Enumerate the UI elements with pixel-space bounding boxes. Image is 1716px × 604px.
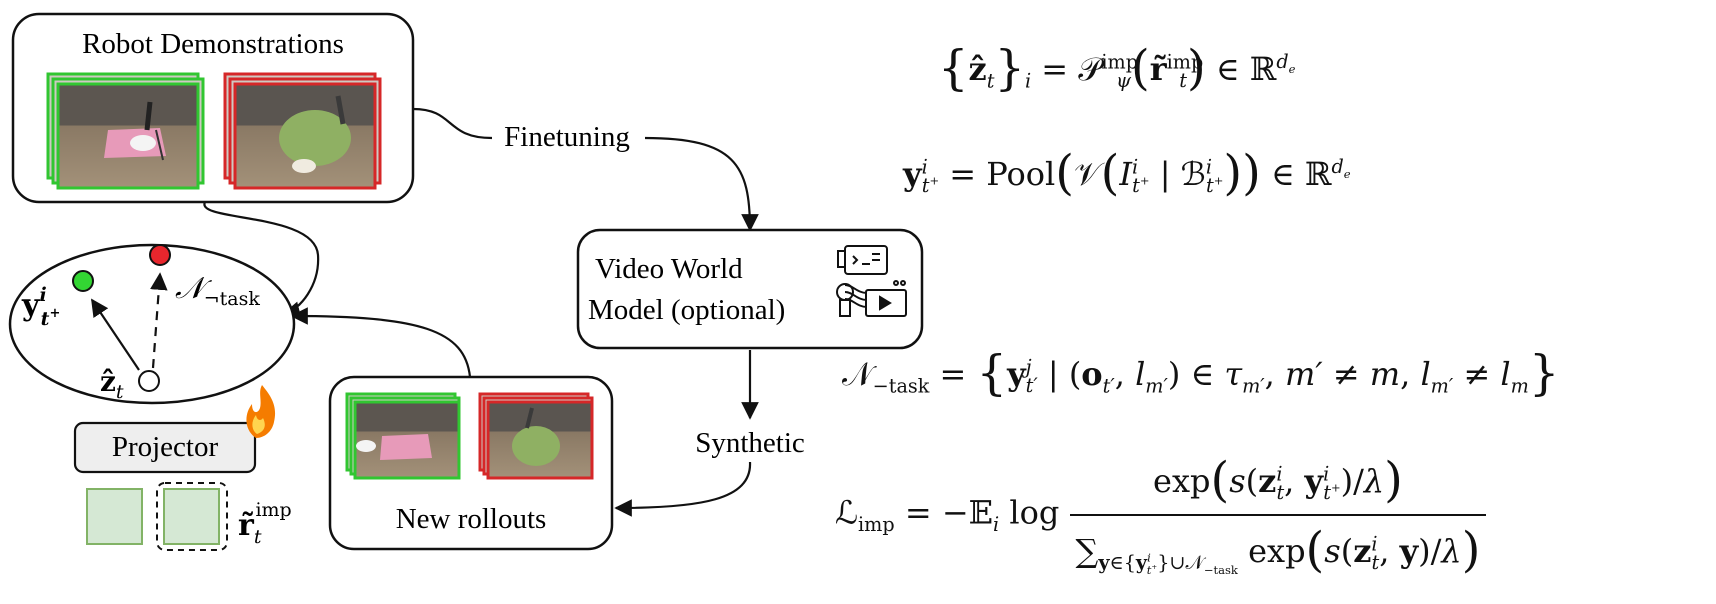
robot-demos-box: Robot Demonstrations bbox=[11, 12, 415, 204]
vwm-label-line2: Model (optional) bbox=[588, 294, 785, 326]
demo-success-image bbox=[56, 82, 200, 190]
flame-icon bbox=[246, 385, 276, 438]
demos-to-embedding-connector bbox=[203, 201, 320, 319]
demo-failure-frames bbox=[223, 72, 382, 190]
equation-loss: ℒimp = −𝔼i log exp(s(zit, yit+)/λ) ∑y∈{y… bbox=[835, 452, 1487, 578]
rollout-success-frames bbox=[345, 392, 461, 480]
positive-embedding-dot bbox=[72, 270, 94, 292]
demo-success-frames bbox=[46, 72, 205, 190]
synthetic-label: Synthetic bbox=[695, 427, 805, 459]
rollouts-to-embedding-connector bbox=[290, 307, 472, 378]
projector-block: Projector bbox=[73, 385, 276, 474]
finetuning-arrow bbox=[412, 107, 750, 230]
finetuning-label: Finetuning bbox=[504, 121, 630, 153]
new-rollouts-label: New rollouts bbox=[396, 503, 547, 535]
equation-negatives: 𝒩−task = {yjt′ | (ot′, lm′) ∈ τm′, m′ ≠ … bbox=[842, 345, 1560, 401]
robot-demos-title: Robot Demonstrations bbox=[82, 28, 344, 60]
anchor-embedding-dot bbox=[138, 370, 160, 392]
demo-failure-image bbox=[233, 82, 377, 190]
video-world-model-box: Video World Model (optional) bbox=[576, 228, 924, 350]
new-rollouts-box: New rollouts bbox=[328, 375, 614, 551]
video-world-model-icon bbox=[836, 245, 907, 317]
feature-squares: r̃timp bbox=[86, 482, 292, 551]
equation-projection: {ẑt}i = 𝒫impψ(r̃impt) ∈ ℝde bbox=[938, 40, 1296, 96]
projector-label: Projector bbox=[112, 431, 219, 463]
negative-embedding-dot bbox=[149, 244, 171, 266]
feature-square-2 bbox=[163, 488, 220, 545]
feature-square-dashed-outline bbox=[156, 482, 228, 551]
feature-label: r̃timp bbox=[238, 499, 292, 548]
synthetic-to-rollouts-arrow bbox=[614, 461, 752, 517]
rollout-failure-frames bbox=[478, 392, 594, 480]
vwm-label-line1: Video World bbox=[595, 253, 743, 285]
feature-square-1 bbox=[86, 488, 143, 545]
anchor-label: ẑt bbox=[100, 365, 124, 403]
equation-pool: yit+ = Pool(𝒱(Iit+ | ℬit+)) ∈ ℝde bbox=[903, 145, 1351, 201]
